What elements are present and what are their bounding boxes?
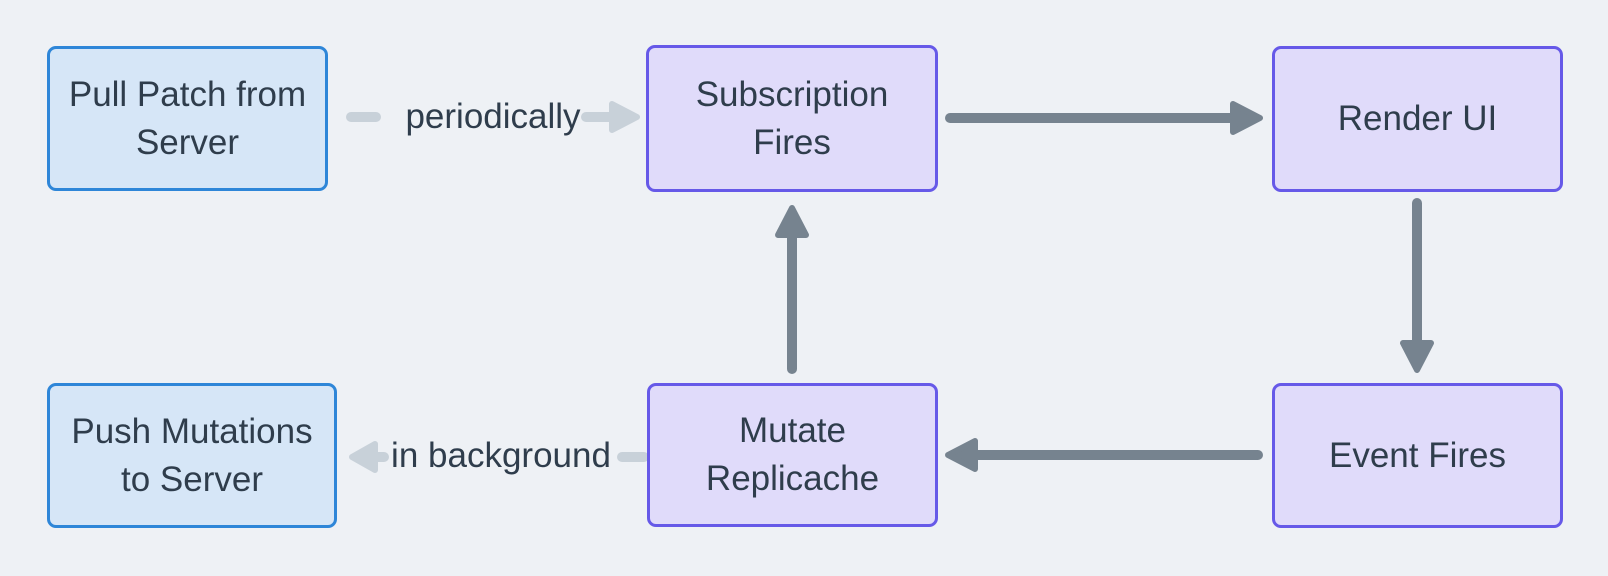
node-label: Pull Patch from Server bbox=[68, 74, 307, 162]
node-label: Event Fires bbox=[1329, 435, 1506, 475]
edge-mutate-to-subscription bbox=[775, 205, 809, 374]
edge-label-in-background: in background bbox=[391, 436, 611, 475]
node-mutate-replicache: Mutate Replicache bbox=[647, 383, 938, 527]
node-label: Render UI bbox=[1337, 99, 1498, 138]
node-event-fires: Event Fires bbox=[1272, 383, 1563, 528]
node-label: Subscription Fires bbox=[695, 74, 889, 162]
node-pull-patch-from-server: Pull Patch from Server bbox=[47, 46, 328, 191]
edge-pull-to-subscription-arrow bbox=[581, 101, 640, 133]
node-render-ui: Render UI bbox=[1272, 46, 1563, 192]
node-label: Push Mutations to Server bbox=[71, 411, 313, 499]
node-subscription-fires: Subscription Fires bbox=[646, 45, 938, 192]
edge-mutate-to-push-arrow bbox=[349, 441, 389, 473]
edge-render-to-event bbox=[1400, 198, 1434, 373]
node-push-mutations-to-server: Push Mutations to Server bbox=[47, 383, 337, 528]
edge-subscription-to-render bbox=[945, 101, 1263, 135]
edge-label-periodically: periodically bbox=[405, 97, 581, 136]
node-label: Mutate Replicache bbox=[705, 411, 880, 498]
edge-event-to-mutate bbox=[945, 438, 1263, 472]
